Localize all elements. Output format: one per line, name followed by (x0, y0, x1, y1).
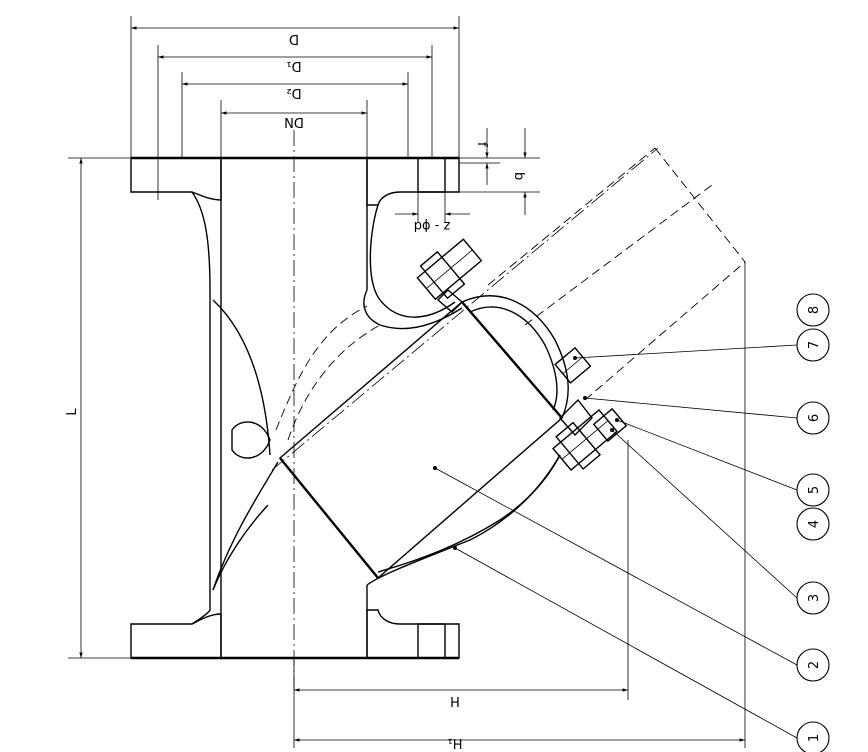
top-flange (130, 156, 460, 206)
center-lines (271, 130, 659, 690)
dim-H-label: H (450, 693, 460, 708)
balloon-7-label: 7 (807, 341, 822, 349)
balloon-8-label: 8 (807, 306, 822, 314)
dim-b-label: b (511, 172, 526, 180)
balloon-6-label: 6 (807, 414, 822, 422)
flange-thickness-dimensions: f b (459, 128, 540, 215)
balloon-8: 8 (796, 293, 830, 327)
strainer-screen (279, 301, 563, 580)
balloon-4: 4 (796, 507, 830, 541)
balloon-5-label: 5 (807, 486, 822, 494)
length-dimension: L (65, 157, 131, 659)
dim-f-label: f (474, 142, 489, 147)
dim-L-label: L (65, 408, 80, 416)
removal-envelope (275, 147, 746, 441)
dim-H1-label: H₁ (448, 735, 463, 750)
balloon-2-label: 2 (807, 661, 822, 669)
part-balloons: 1 2 3 4 5 6 7 8 (796, 293, 830, 752)
bottom-flange (130, 609, 460, 660)
balloon-3: 3 (796, 581, 830, 615)
bolt-hole-dimension: z - ϕd (395, 192, 470, 233)
balloon-4-label: 4 (807, 520, 822, 528)
balloon-1-label: 1 (807, 734, 822, 742)
dim-D-label: D (289, 31, 299, 46)
dim-holes-label: z - ϕd (414, 218, 451, 233)
height-dimensions: H H₁ (293, 262, 746, 750)
balloon-5: 5 (796, 473, 830, 507)
balloon-1: 1 (796, 721, 830, 752)
cover (436, 289, 593, 437)
bolts (416, 238, 628, 471)
leader-lines (433, 344, 798, 739)
valve-body (191, 158, 561, 658)
dim-D1-label: D₁ (286, 58, 301, 73)
dim-DN-label: DN (284, 114, 304, 129)
dim-D2-label: D₂ (286, 85, 301, 100)
top-dimensions: D D₁ D₂ DN (130, 16, 460, 200)
balloon-7: 7 (796, 328, 830, 362)
balloon-2: 2 (796, 648, 830, 682)
balloon-6: 6 (796, 401, 830, 435)
balloon-3-label: 3 (807, 594, 822, 602)
